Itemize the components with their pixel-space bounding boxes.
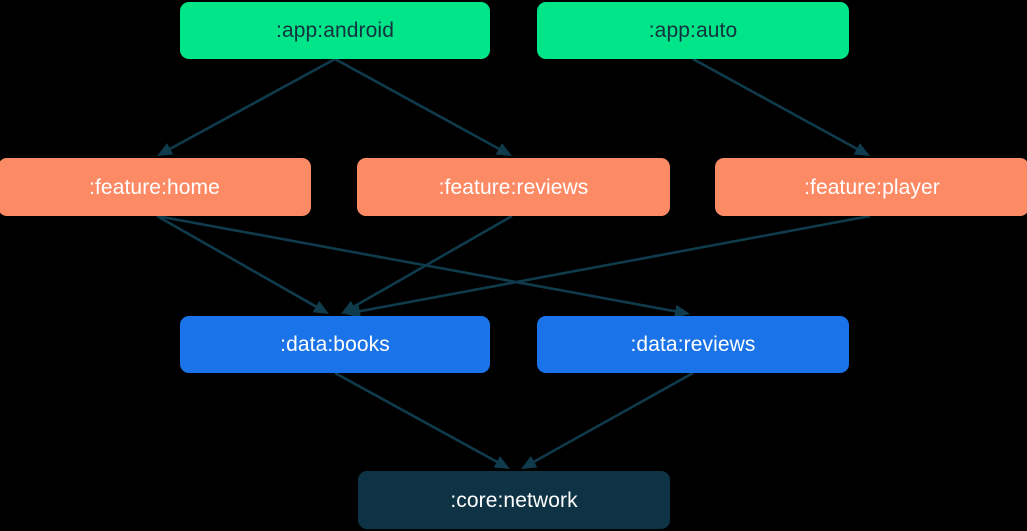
graph-node-label: :data:reviews	[630, 333, 756, 356]
graph-edge-data-books-to-core-network	[334, 371, 510, 469]
edge-line	[166, 57, 336, 152]
graph-node-data-reviews[interactable]: :data:reviews	[537, 316, 849, 373]
graph-node-app-auto[interactable]: :app:auto	[537, 2, 849, 59]
graph-edge-app-android-to-feature-home	[157, 57, 336, 156]
graph-edge-feature-home-to-data-books	[156, 214, 329, 314]
graph-node-label: :feature:player	[804, 175, 940, 199]
graph-node-app-android[interactable]: :app:android	[180, 2, 490, 59]
edge-arrowhead	[674, 304, 690, 318]
graph-node-core-network[interactable]: :core:network	[358, 471, 670, 529]
graph-node-feature-player[interactable]: :feature:player	[715, 158, 1027, 216]
edge-line	[156, 214, 320, 310]
edge-arrowhead	[493, 456, 510, 469]
edge-line	[156, 214, 679, 314]
graph-node-data-books[interactable]: :data:books	[180, 316, 490, 373]
edge-arrowhead	[157, 143, 174, 156]
edge-line	[692, 57, 861, 152]
graph-node-label: :feature:home	[89, 175, 220, 199]
graph-node-feature-home[interactable]: :feature:home	[0, 158, 311, 216]
edge-arrowhead	[853, 143, 870, 156]
graph-edge-app-auto-to-feature-player	[692, 57, 870, 156]
graph-node-feature-reviews[interactable]: :feature:reviews	[357, 158, 670, 216]
graph-node-label: :feature:reviews	[438, 175, 589, 199]
graph-node-label: :app:android	[276, 19, 394, 42]
edge-line	[530, 371, 694, 465]
edge-line	[334, 371, 501, 465]
graph-node-label: :data:books	[280, 333, 390, 356]
graph-edge-app-android-to-feature-reviews	[334, 57, 512, 156]
edge-line	[334, 57, 503, 152]
graph-edge-feature-player-to-data-books	[345, 214, 871, 318]
edge-line	[356, 214, 871, 314]
graph-edge-data-reviews-to-core-network	[521, 371, 694, 469]
graph-node-label: :core:network	[450, 488, 578, 512]
edge-arrowhead	[495, 143, 512, 156]
edge-line	[350, 214, 513, 310]
edge-arrowhead	[312, 300, 329, 314]
edge-arrowhead	[521, 456, 538, 469]
graph-edge-feature-home-to-data-reviews	[156, 214, 690, 318]
graph-node-label: :app:auto	[648, 19, 738, 42]
edge-arrowhead	[345, 304, 361, 318]
